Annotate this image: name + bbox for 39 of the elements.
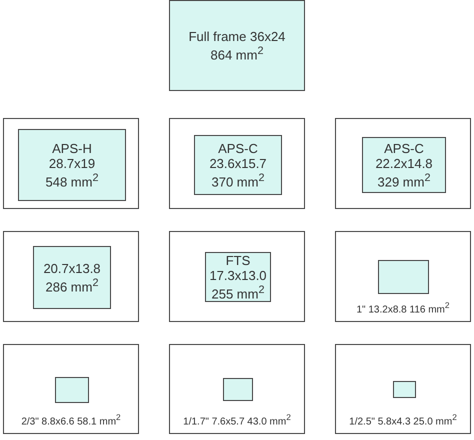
sensor-frame <box>335 231 471 322</box>
size-label: APS-H <box>52 140 92 156</box>
sensor-rectangle <box>223 378 253 401</box>
sensor-frame <box>3 344 139 434</box>
sensor-rectangle <box>378 260 429 294</box>
size-label: 329 mm$^{2}$ <box>378 170 430 190</box>
sensor-rectangle <box>393 381 416 398</box>
size-label: 255 mm$^{2}$ <box>212 282 264 302</box>
size-label: APS-C <box>218 140 258 156</box>
sensor-frame <box>169 231 305 322</box>
size-label: 1/1.7" 7.6x5.7 43.0 mm$^{2}$ <box>183 412 291 427</box>
sensor-rectangle <box>169 0 305 91</box>
size-label: 370 mm$^{2}$ <box>212 170 264 190</box>
sensor-frame <box>335 118 471 209</box>
size-label: 286 mm$^{2}$ <box>46 276 98 294</box>
sensor-rectangle <box>18 129 126 201</box>
size-label: APS-C <box>384 140 424 156</box>
sensor-frame <box>169 344 305 434</box>
sensor-frame <box>335 344 471 434</box>
size-label: Full frame 36x24 <box>188 28 286 44</box>
sensor-rectangle <box>362 137 446 193</box>
sensor-frame <box>3 118 139 209</box>
sensor-rectangle <box>55 377 89 403</box>
size-label: 864 mm$^{2}$ <box>210 44 264 62</box>
size-label: 1" 13.2x8.8 116 mm$^{2}$ <box>356 300 450 315</box>
size-label: 23.6x15.7 <box>209 156 267 171</box>
sensor-rectangle <box>194 135 282 195</box>
sensor-frame <box>3 231 139 322</box>
size-label: 28.7x19 <box>48 156 96 171</box>
size-label: 22.2x14.8 <box>375 156 433 171</box>
sensor-rectangle <box>33 246 111 309</box>
size-label: 548 mm$^{2}$ <box>46 170 98 190</box>
sensor-rectangle <box>205 252 271 302</box>
sensor-frame <box>169 118 305 209</box>
size-label: 17.3x13.0 <box>209 268 267 283</box>
size-label: 2/3" 8.8x6.6 58.1 mm$^{2}$ <box>21 412 121 427</box>
size-label: FTS <box>226 252 250 268</box>
size-label: 1/2.5" 5.8x4.3 25.0 mm$^{2}$ <box>349 412 457 427</box>
size-label: 20.7x13.8 <box>43 260 101 276</box>
